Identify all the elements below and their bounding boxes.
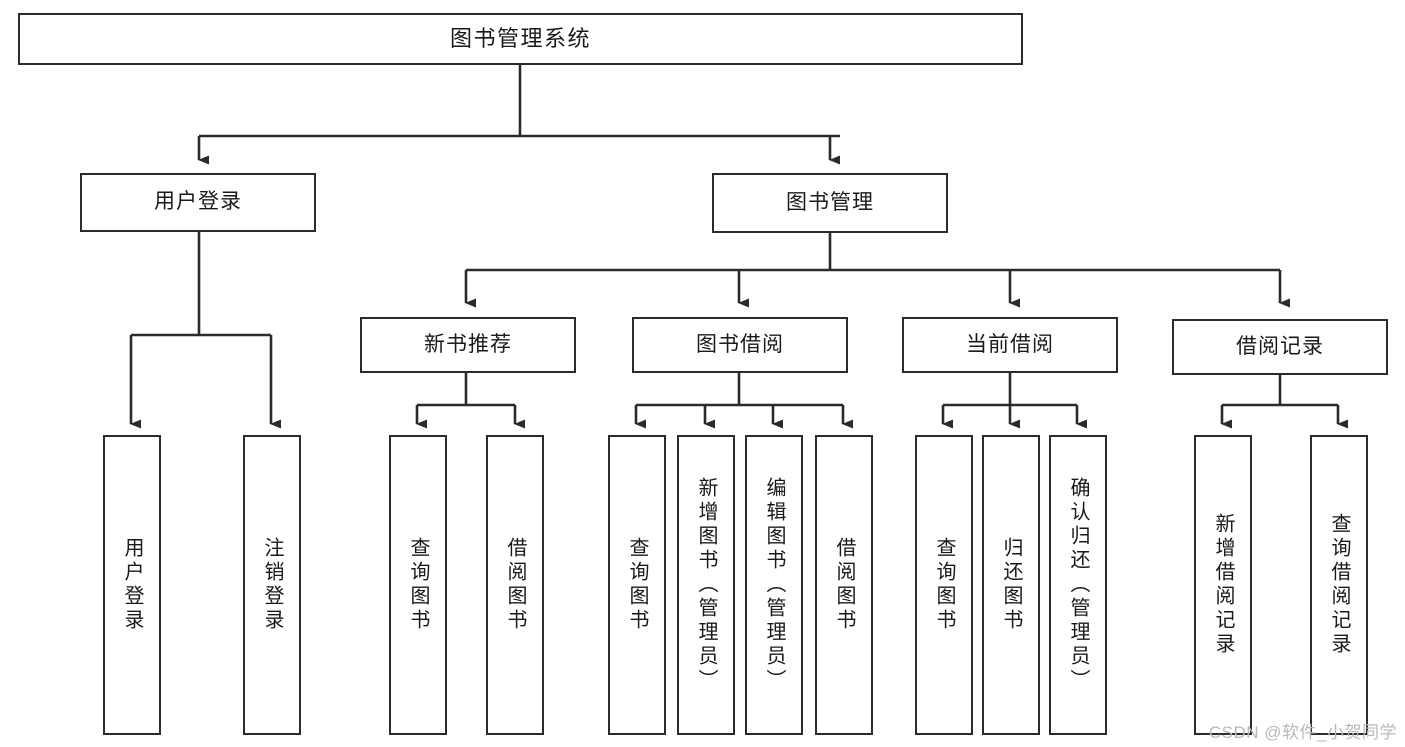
csdn-watermark: CSDN @软件_小贺同学 (1208, 723, 1397, 742)
node-label: 借阅图书 (833, 537, 855, 633)
node-user-login[interactable]: 用户登录 (80, 173, 316, 232)
node-new-book-recommend[interactable]: 新书推荐 (360, 317, 576, 373)
node-label: 新增借阅记录 (1212, 513, 1234, 657)
node-label: 新书推荐 (424, 332, 512, 356)
node-label: 当前借阅 (966, 332, 1054, 356)
leaf-borrow-query-book[interactable]: 查询图书 (608, 435, 666, 735)
node-label: 图书借阅 (696, 332, 784, 356)
node-borrow-record[interactable]: 借阅记录 (1172, 319, 1388, 375)
leaf-current-return-book[interactable]: 归还图书 (982, 435, 1040, 735)
node-book-management[interactable]: 图书管理 (712, 173, 948, 233)
node-label: 图书管理 (786, 190, 874, 214)
leaf-recommend-borrow-book[interactable]: 借阅图书 (486, 435, 544, 735)
leaf-user-login-signout[interactable]: 注销登录 (243, 435, 301, 735)
node-label: 查询图书 (933, 537, 955, 633)
leaf-borrow-borrow-book[interactable]: 借阅图书 (815, 435, 873, 735)
node-label: 查询图书 (407, 537, 429, 633)
node-label: 查询借阅记录 (1328, 513, 1350, 657)
node-current-borrow[interactable]: 当前借阅 (902, 317, 1118, 373)
leaf-user-login-signin[interactable]: 用户登录 (103, 435, 161, 735)
node-label: 用户登录 (154, 190, 242, 214)
node-label: 用户登录 (121, 537, 143, 633)
node-label: 图书管理系统 (449, 26, 591, 52)
leaf-record-add-record[interactable]: 新增借阅记录 (1194, 435, 1252, 735)
node-label: 确认归还（管理员） (1067, 477, 1089, 693)
leaf-current-query-book[interactable]: 查询图书 (915, 435, 973, 735)
leaf-borrow-add-book[interactable]: 新增图书（管理员） (677, 435, 735, 735)
node-label: 新增图书（管理员） (695, 477, 717, 693)
node-root-system[interactable]: 图书管理系统 (18, 13, 1023, 65)
node-label: 编辑图书（管理员） (763, 477, 785, 693)
leaf-borrow-edit-book[interactable]: 编辑图书（管理员） (745, 435, 803, 735)
node-label: 归还图书 (1000, 537, 1022, 633)
node-book-borrow[interactable]: 图书借阅 (632, 317, 848, 373)
node-label: 注销登录 (261, 537, 283, 633)
leaf-record-query-record[interactable]: 查询借阅记录 (1310, 435, 1368, 735)
node-label: 借阅记录 (1236, 334, 1324, 358)
node-label: 查询图书 (626, 537, 648, 633)
leaf-recommend-query-book[interactable]: 查询图书 (389, 435, 447, 735)
node-label: 借阅图书 (504, 537, 526, 633)
leaf-current-confirm-return[interactable]: 确认归还（管理员） (1049, 435, 1107, 735)
